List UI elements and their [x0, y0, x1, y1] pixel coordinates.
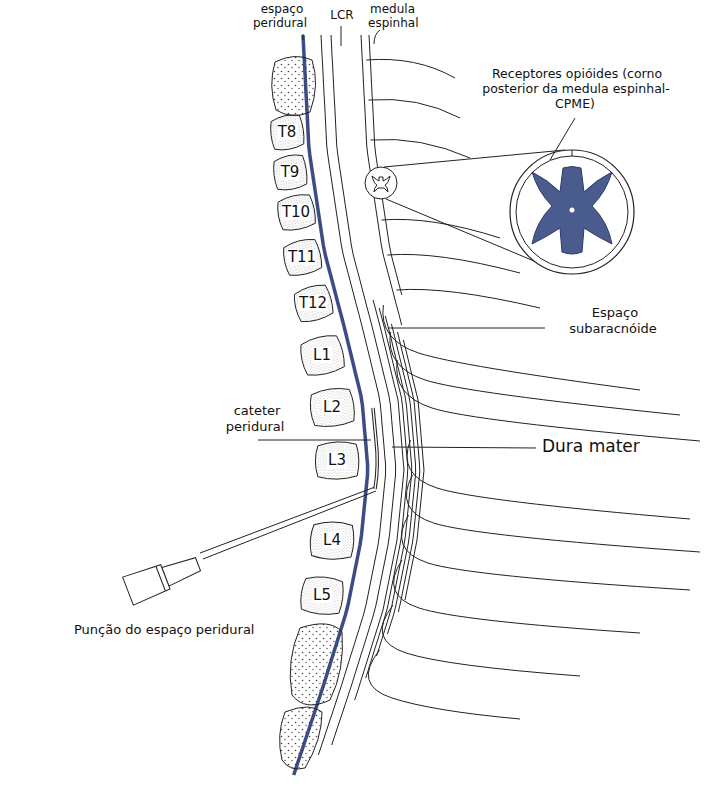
vertebra-body: T12	[293, 283, 333, 323]
vertebra-top	[272, 56, 316, 115]
vertebra-label: L5	[312, 587, 332, 604]
vertebra-body: L3	[313, 438, 361, 482]
vertebra-shape	[298, 333, 347, 378]
nerve-root	[406, 475, 700, 552]
cord-section-small	[365, 167, 397, 199]
vertebra-shape	[269, 113, 306, 152]
structure-label: medula espinhal	[368, 2, 420, 30]
structure-label-box: medula espinhal	[368, 2, 442, 31]
structure-label: Espaço subaracnóide	[569, 305, 659, 336]
nerve-root	[402, 515, 690, 590]
procedure-label-box: Punção do espaço peridural	[72, 622, 312, 638]
nerve-root	[387, 254, 520, 273]
structure-label: espaço peridural	[253, 2, 309, 30]
cauda-equina-fiber	[398, 332, 420, 612]
nerve-roots	[355, 59, 700, 719]
nerve-root	[370, 139, 470, 158]
vertebra-label: L3	[327, 452, 347, 469]
coccyx	[280, 707, 322, 769]
cord-line	[361, 35, 402, 325]
structure-label: LCR	[328, 8, 355, 22]
cord-line	[369, 35, 402, 295]
nerve-root	[366, 59, 455, 78]
nerve-root	[368, 99, 460, 118]
callout-text-box: Receptores opióides (corno posterior da …	[478, 66, 674, 111]
vertebra-body: T8	[269, 112, 305, 152]
structure-label: Dura mater	[540, 436, 642, 456]
vertebra-body: T9	[272, 152, 308, 192]
nerve-root	[368, 650, 520, 719]
nerve-root	[397, 289, 541, 308]
vertebra-label: T8	[277, 124, 298, 141]
vertebra-shape	[281, 237, 324, 278]
structure-label-box: cateter peridural	[208, 403, 304, 434]
vertebra-label: T12	[298, 295, 328, 312]
nerve-root	[394, 560, 640, 633]
epidural-catheter	[373, 408, 377, 489]
vertebra-shape	[299, 574, 346, 616]
procedure-label: Punção do espaço peridural	[72, 622, 256, 637]
vertebra-body: T11	[282, 237, 322, 277]
vertebra-label: L1	[312, 347, 332, 364]
vertebra-label: T9	[280, 164, 301, 181]
vertebra-label: L2	[322, 399, 342, 416]
callout-text: Receptores opióides (corno posterior da …	[482, 66, 670, 111]
vertebra-shape	[315, 442, 358, 479]
epidural-catheter-lumen	[373, 408, 377, 489]
structure-label-box: Espaço subaracnóide	[548, 305, 680, 336]
vertebra-label: T11	[287, 249, 317, 266]
nerve-root	[390, 332, 680, 415]
structure-label: cateter peridural	[226, 403, 287, 434]
structure-label-box: Dura mater	[540, 436, 680, 456]
vertebra-label: T10	[281, 204, 311, 221]
vertebra-shape	[275, 193, 317, 233]
vertebra-body: L2	[308, 385, 356, 429]
vertebra-body: L4	[308, 518, 356, 562]
vertebra-body: L1	[299, 333, 345, 377]
vertebra-shape	[308, 387, 355, 428]
vertebra-body: T10	[276, 192, 316, 232]
nerve-root	[382, 605, 580, 676]
nerve-root	[397, 360, 700, 441]
vertebra-shape	[291, 283, 335, 325]
cauda-equina-fiber	[388, 324, 416, 634]
vertebra-label: L4	[322, 532, 342, 549]
vertebra-shape	[309, 521, 355, 561]
sacrum	[290, 624, 342, 705]
vertebra-shape	[272, 153, 309, 192]
vertebra-body: L5	[299, 573, 345, 617]
cord-section-large	[510, 150, 634, 274]
structure-label-box: LCR	[324, 8, 360, 22]
structure-label-box: espaço peridural	[245, 2, 317, 31]
